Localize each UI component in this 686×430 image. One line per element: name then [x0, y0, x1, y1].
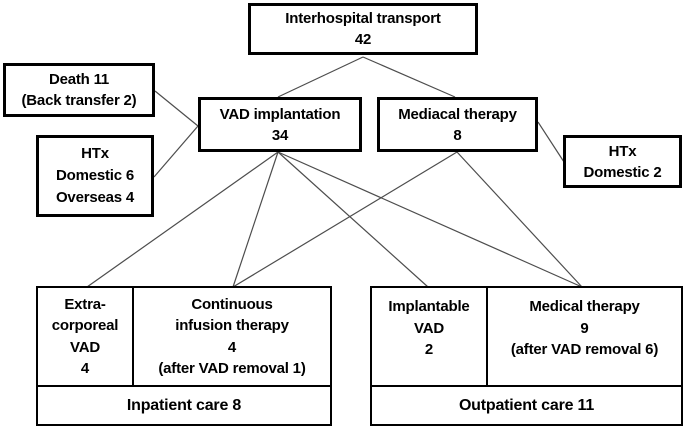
connector-medical_therapy--medical_therapy_outpatient — [456, 151, 583, 288]
box-text-line: Overseas 4 — [55, 189, 135, 206]
box-outpatient-care: Outpatient care 11 — [372, 387, 681, 424]
box-text-line: HTx — [81, 145, 109, 162]
box-htx-domestic-2: HTx Domestic 2 — [563, 135, 682, 188]
group-inpatient-care: Extra- corporeal VAD 4 Continuous infusi… — [36, 286, 332, 426]
box-count: 42 — [354, 31, 372, 48]
box-htx-domestic-overseas: HTx Domestic 6 Overseas 4 — [36, 135, 154, 217]
box-text-line: Medical therapy — [529, 298, 640, 315]
box-implantable-vad: Implantable VAD 2 — [372, 288, 488, 387]
box-continuous-infusion-therapy: Continuous infusion therapy 4 (after VAD… — [134, 288, 330, 387]
connector-vad_implantation--continuous_infusion_therapy — [232, 151, 279, 288]
box-count: 8 — [453, 126, 462, 144]
box-text-line: Domestic 6 — [55, 167, 135, 184]
box-text-line: (after VAD removal 6) — [510, 341, 659, 358]
box-count: 4 — [80, 360, 90, 377]
box-count: 34 — [271, 126, 289, 144]
box-vad-implantation: VAD implantation 34 — [198, 97, 362, 152]
box-text-line: Implantable — [388, 298, 470, 315]
box-text-line: (Back transfer 2) — [21, 92, 137, 109]
box-text-line: HTx — [608, 142, 637, 160]
box-inpatient-care: Inpatient care 8 — [38, 387, 330, 424]
box-medical-therapy-outpatient: Medical therapy 9 (after VAD removal 6) — [488, 288, 681, 387]
box-interhospital-transport: Interhospital transport 42 — [248, 3, 478, 55]
box-text-line: (after VAD removal 1) — [158, 360, 306, 377]
box-text-line: Inpatient care 8 — [126, 396, 242, 414]
connector-medical_therapy--continuous_infusion_therapy — [232, 151, 458, 288]
box-extracorporeal-vad: Extra- corporeal VAD 4 — [38, 288, 134, 387]
connector-htx_left--vad_implantation — [153, 125, 199, 178]
box-text-line: Outpatient care 11 — [458, 396, 595, 414]
connector-vad_implantation--medical_therapy_outpatient — [277, 151, 583, 288]
connector-medical_therapy--htx_right — [537, 121, 565, 163]
box-count: 9 — [580, 319, 589, 337]
box-medical-therapy: Mediacal therapy 8 — [377, 97, 538, 152]
box-text-line: Continuous — [191, 295, 273, 313]
box-text-line: VAD — [414, 319, 444, 337]
box-text-line: Death 11 — [48, 71, 110, 88]
connector-vad_implantation--implantable_vad — [277, 151, 429, 288]
box-text-line: infusion therapy — [175, 317, 289, 334]
group-outpatient-care: Implantable VAD 2 Medical therapy 9 (aft… — [370, 286, 683, 426]
box-count: 4 — [227, 338, 237, 356]
box-text-line: Interhospital transport — [285, 10, 441, 27]
connector-vad_implantation--extracorporeal_vad — [86, 151, 279, 288]
connector-death--vad_implantation — [154, 90, 199, 127]
box-count: 2 — [424, 341, 434, 358]
box-text-line: VAD implantation — [219, 105, 341, 123]
box-text-line: VAD — [70, 338, 100, 356]
box-text-line: Extra- — [64, 295, 106, 313]
connector-interhospital_transport--medical_therapy — [362, 56, 456, 98]
box-text-line: corporeal — [51, 317, 119, 334]
box-text-line: Mediacal therapy — [398, 105, 517, 123]
connector-interhospital_transport--vad_implantation — [277, 56, 364, 98]
box-text-line: Domestic 2 — [583, 163, 662, 181]
box-death: Death 11 (Back transfer 2) — [3, 63, 155, 117]
